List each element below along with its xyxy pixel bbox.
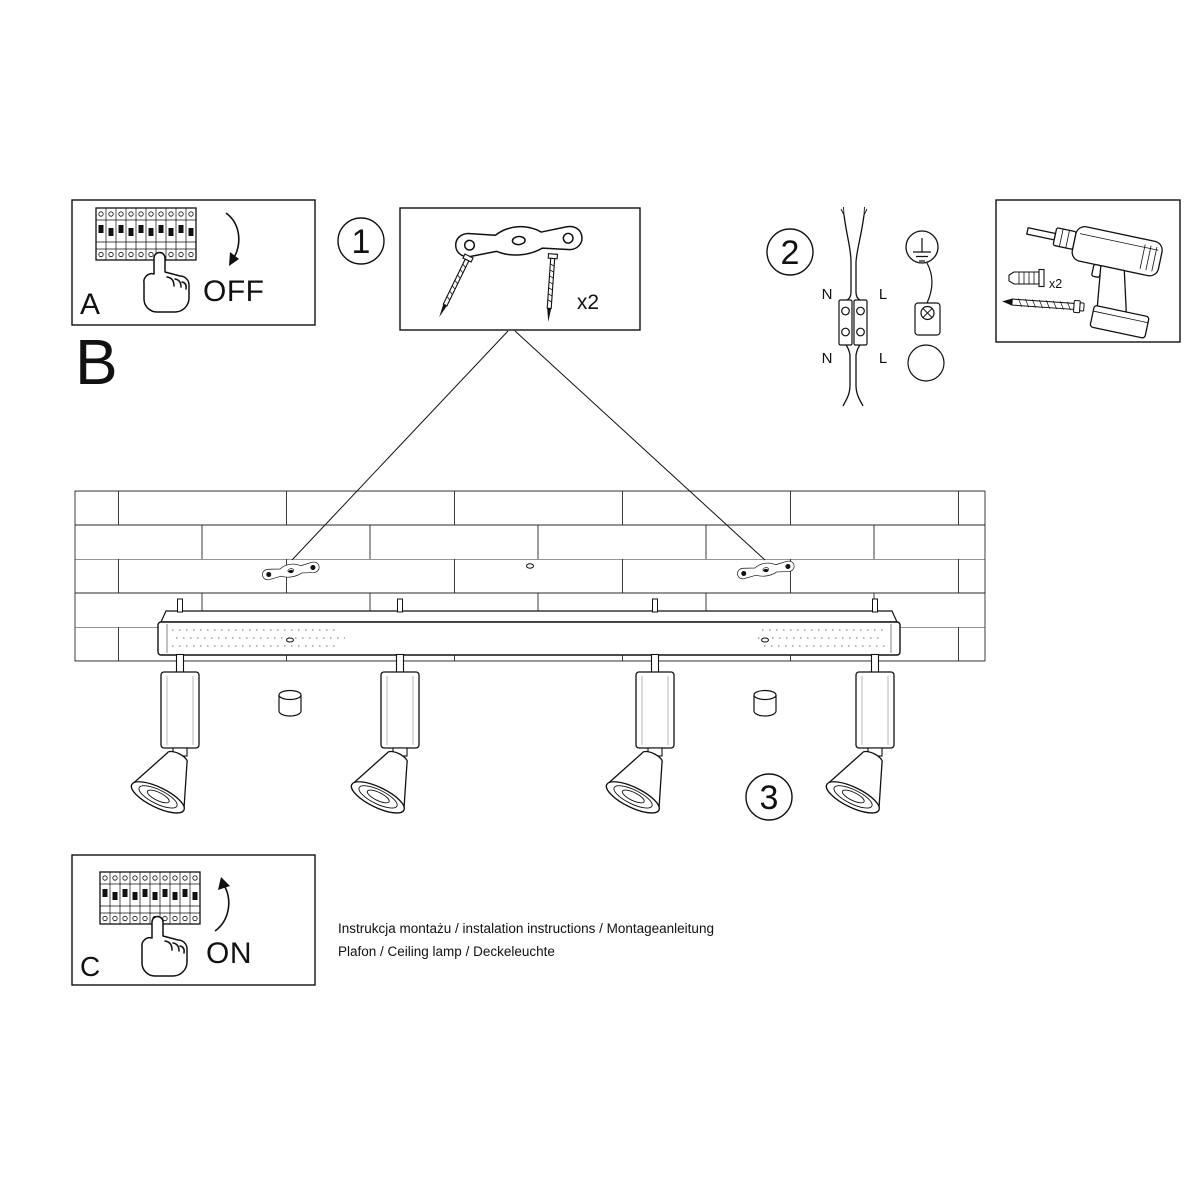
wall-bracket-right	[736, 558, 796, 581]
hand-icon	[143, 251, 190, 313]
leader-line-left	[291, 330, 509, 561]
wire-label-n-top: N	[822, 286, 833, 303]
wire-label-l-top: L	[879, 286, 887, 303]
wire-label-l-bottom: L	[879, 350, 887, 367]
cover-knob-right	[753, 689, 777, 717]
off-label: OFF	[203, 275, 265, 308]
screw-icon	[434, 253, 474, 320]
bracket-quantity-label: x2	[577, 291, 599, 314]
terminal-block-icon	[838, 299, 868, 346]
breaker-strip-icon	[99, 871, 201, 925]
drill-icon	[1026, 226, 1163, 339]
panel-c-frame	[71, 854, 316, 986]
leader-line-right	[514, 330, 766, 561]
bracket-icon	[453, 221, 584, 261]
tools-frame	[995, 199, 1181, 343]
earth-symbol-icon	[905, 230, 939, 264]
section-b-label: B	[75, 326, 118, 398]
step-1-number: 1	[352, 223, 371, 261]
step-2-badge	[766, 228, 814, 276]
footer-instructions: Instrukcja montażu / instalation instruc…	[338, 921, 714, 959]
screw-icon	[543, 253, 559, 323]
flip-down-arrow-icon	[225, 212, 240, 266]
earth-clamp-icon	[907, 262, 945, 382]
step-1-badge	[337, 217, 385, 265]
rail-wood-texture	[172, 629, 888, 647]
panel-a-frame	[71, 199, 316, 326]
hand-icon	[141, 915, 188, 977]
wall-bracket-left	[261, 559, 321, 582]
wood-screw-icon	[1002, 298, 1085, 314]
wall-centre-mark	[526, 563, 534, 569]
step-3: 3	[745, 773, 793, 821]
step-3-badge	[745, 773, 793, 821]
step-2-wiring: 2 N L N L	[766, 206, 945, 407]
step-1: 1 x2	[337, 207, 641, 331]
wall-anchor-icon	[1008, 268, 1045, 288]
on-label: ON	[206, 937, 252, 970]
footer-line-2: Plafon / Ceiling lamp / Deckeleuchte	[338, 944, 555, 959]
wire-label-n-bottom: N	[822, 350, 833, 367]
tools-box: x2	[995, 199, 1181, 343]
lamp-rail	[157, 610, 901, 656]
power-on-panel: C ON	[71, 854, 316, 986]
power-off-panel: A OFF	[71, 199, 316, 326]
ceiling-lamp	[126, 558, 901, 820]
cover-knob-left	[278, 689, 302, 717]
anchor-quantity-label: x2	[1049, 277, 1062, 291]
flip-up-arrow-icon	[214, 877, 230, 932]
step-2-number: 2	[781, 234, 800, 272]
breaker-strip-icon	[95, 207, 197, 261]
mains-wires-icon	[840, 206, 868, 407]
panel-c-label: C	[80, 951, 100, 982]
step-3-number: 3	[760, 779, 779, 817]
footer-line-1: Instrukcja montażu / instalation instruc…	[338, 921, 714, 936]
panel-a-label: A	[80, 288, 100, 321]
bracket-kit-frame	[399, 207, 641, 331]
